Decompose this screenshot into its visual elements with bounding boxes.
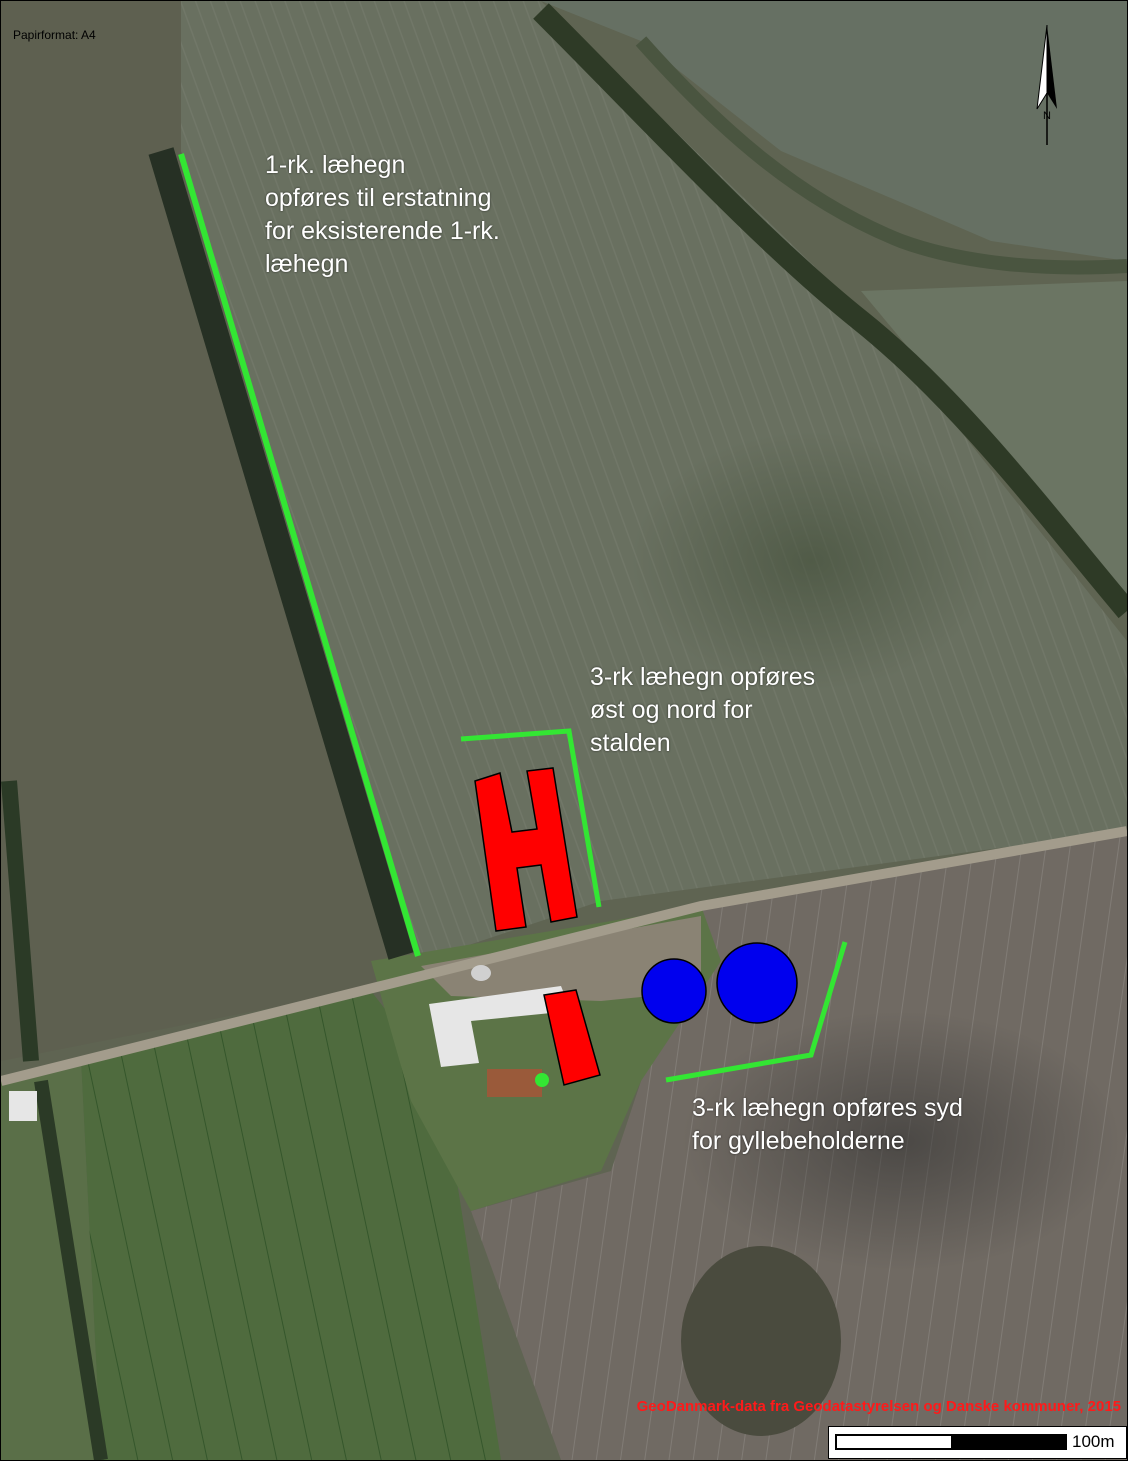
data-credit: GeoDanmark-data fra Geodatastyrelsen og … — [636, 1398, 1121, 1415]
hedge-line-west — [178, 153, 421, 957]
north-arrow-icon: N — [1032, 21, 1062, 154]
scale-label: 100m — [1072, 1432, 1115, 1451]
hedge-line-stable — [460, 728, 602, 908]
scale-bar: 100m — [828, 1426, 1127, 1459]
slurry-tank-west — [641, 958, 707, 1024]
label-line: øst og nord for — [590, 696, 753, 724]
hedge-line-tanks — [665, 941, 848, 1083]
label-line: stalden — [590, 729, 671, 757]
planned-building-south — [543, 989, 601, 1086]
scale-segment-black — [951, 1434, 1067, 1450]
slurry-tank-east — [716, 942, 798, 1024]
label-line: 3-rk læhegn opføres — [590, 663, 816, 691]
label-line: 3-rk læhegn opføres syd — [692, 1094, 963, 1122]
label-hedge-west: 1-rk. læhegn opføres til erstatning for … — [265, 149, 500, 281]
label-line: 1-rk. læhegn — [265, 151, 406, 179]
label-hedge-tanks: 3-rk læhegn opføres syd for gyllebeholde… — [692, 1092, 963, 1158]
scale-segment-white — [835, 1434, 953, 1450]
planned-stable — [474, 767, 578, 932]
label-hedge-stable: 3-rk læhegn opføres øst og nord for stal… — [590, 661, 815, 760]
north-letter: N — [1043, 110, 1051, 122]
green-point-marker — [535, 1073, 549, 1087]
label-line: for gyllebeholderne — [692, 1127, 905, 1155]
label-line: for eksisterende 1-rk. — [265, 217, 500, 245]
paper-format-label: Papirformat: A4 — [13, 28, 96, 42]
label-line: læhegn — [265, 250, 349, 278]
label-line: opføres til erstatning — [265, 184, 492, 212]
